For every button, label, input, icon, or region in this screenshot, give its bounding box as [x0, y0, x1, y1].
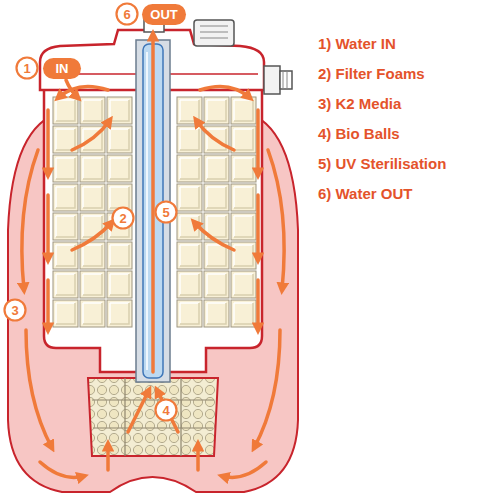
filter-media	[52, 96, 133, 328]
flow-arrow	[128, 390, 149, 432]
flow-arrow	[58, 86, 108, 98]
flow-arrow	[254, 330, 280, 448]
tag-pill	[142, 4, 186, 25]
callout-number: 6	[123, 8, 130, 21]
lid-clip	[194, 20, 234, 46]
callout-circle	[156, 400, 177, 421]
flow-arrow	[40, 462, 84, 477]
flow-arrow	[72, 120, 110, 150]
part-list-item: 6) Water OUT	[318, 186, 412, 203]
flow-tag-text: IN	[56, 62, 69, 75]
flow-arrows	[22, 34, 284, 477]
callout-number: 5	[154, 200, 178, 224]
flow-arrow	[46, 110, 50, 175]
flow-tag: OUT	[142, 4, 186, 25]
callout-number: 2	[111, 206, 135, 230]
flow-tag: IN	[43, 58, 81, 79]
flow-arrow	[256, 110, 260, 175]
callout-number: 5	[162, 206, 169, 219]
flow-arrow	[46, 280, 50, 330]
flow-arrow	[22, 150, 38, 290]
callout-circle	[156, 202, 177, 223]
flow-arrow	[46, 195, 50, 260]
filter-media	[176, 96, 257, 328]
flow-arrow	[268, 150, 284, 290]
callout-number: 6	[115, 2, 139, 26]
part-list-item: 4) Bio Balls	[318, 126, 400, 143]
callout-circle	[117, 4, 138, 25]
callout-circle	[113, 208, 134, 229]
callout-number: 3	[11, 304, 18, 317]
tag-pill	[43, 58, 81, 79]
callout-circle	[5, 300, 26, 321]
flow-arrow	[194, 222, 234, 250]
hose-threads	[283, 71, 287, 89]
flow-arrow	[106, 444, 110, 470]
flow-arrow	[222, 462, 266, 477]
part-list-item: 1) Water IN	[318, 36, 396, 53]
hose-fitting	[264, 66, 280, 94]
clip-ridges	[200, 26, 228, 38]
callout-number: 1	[15, 56, 39, 80]
part-list-item: 5) UV Sterilisation	[318, 156, 446, 173]
callout-circle	[17, 58, 38, 79]
callout-number: 4	[162, 404, 169, 417]
flow-arrow	[256, 280, 260, 330]
flow-tag-text: OUT	[150, 8, 177, 21]
part-list-item: 2) Filter Foams	[318, 66, 425, 83]
hose-tail	[280, 71, 292, 89]
callout-number: 3	[3, 298, 27, 322]
flow-arrow	[26, 330, 52, 448]
flow-arrow	[200, 86, 250, 98]
flow-arrow	[196, 120, 234, 150]
flow-arrow	[196, 444, 200, 470]
part-list-item: 3) K2 Media	[318, 96, 401, 113]
uv-highlight	[146, 52, 148, 370]
flow-arrow	[72, 222, 112, 250]
callout-number: 4	[154, 398, 178, 422]
callout-number: 2	[119, 212, 126, 225]
basket-grid	[92, 378, 214, 456]
flow-arrow	[151, 34, 155, 372]
callout-number: 1	[23, 62, 30, 75]
flow-arrow	[256, 195, 260, 260]
